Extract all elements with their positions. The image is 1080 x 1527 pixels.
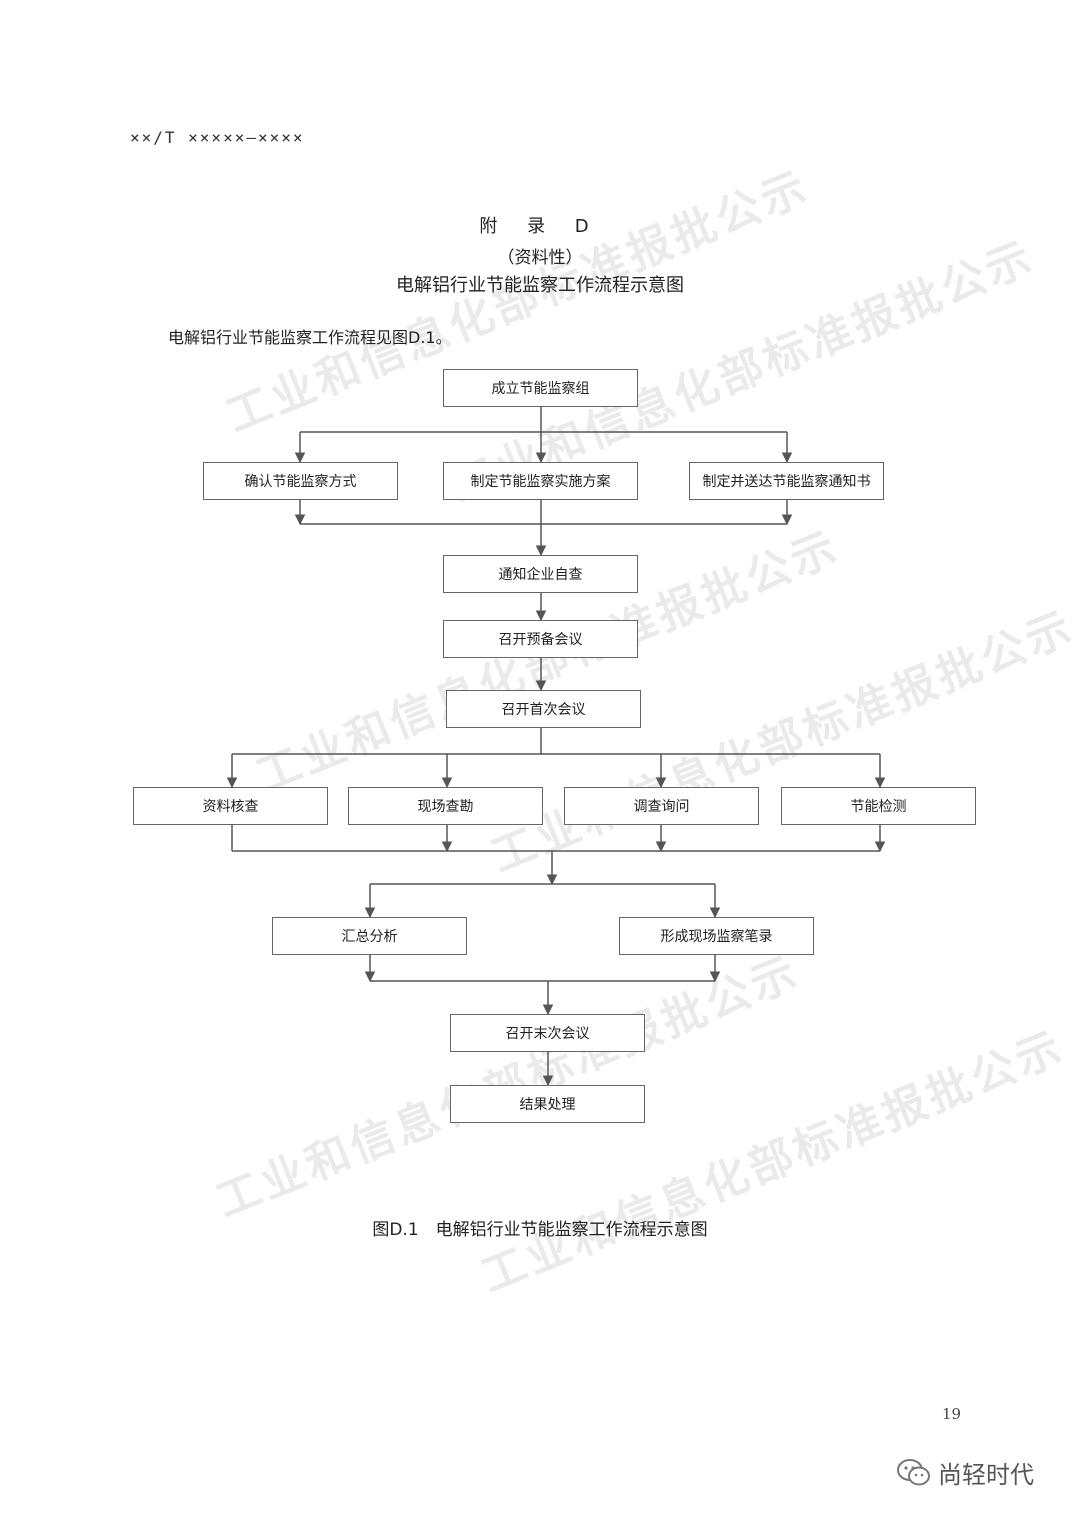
flow-step-inquiry: 调查询问 <box>564 787 759 825</box>
flow-step-site-inspection: 现场查勘 <box>348 787 543 825</box>
standard-code: ××/T ×××××—×××× <box>130 128 305 147</box>
intro-paragraph: 电解铝行业节能监察工作流程见图D.1。 <box>168 328 452 347</box>
flow-step-inspection-record: 形成现场监察笔录 <box>619 917 814 955</box>
flow-step-energy-testing: 节能检测 <box>781 787 976 825</box>
appendix-nature: （资料性） <box>497 248 583 268</box>
appendix-label: 附 录 D <box>479 216 601 237</box>
flow-step-make-plan: 制定节能监察实施方案 <box>443 462 638 500</box>
flow-step-self-check: 通知企业自查 <box>443 555 638 593</box>
brand-name: 尚轻时代 <box>938 1461 1034 1489</box>
flow-step-final-meeting: 召开末次会议 <box>450 1014 645 1052</box>
flow-step-document-review: 资料核查 <box>133 787 328 825</box>
appendix-title: 电解铝行业节能监察工作流程示意图 <box>396 275 684 296</box>
flow-step-result-handling: 结果处理 <box>450 1085 645 1123</box>
flow-step-preparatory-meeting: 召开预备会议 <box>443 620 638 658</box>
page-number: 19 <box>942 1405 962 1423</box>
flow-step-send-notice: 制定并送达节能监察通知书 <box>689 462 884 500</box>
flow-step-form-team: 成立节能监察组 <box>443 369 638 407</box>
flow-step-summary-analysis: 汇总分析 <box>272 917 467 955</box>
brand-footer: 尚轻时代 <box>896 1455 1034 1490</box>
wechat-icon <box>897 1458 930 1485</box>
figure-caption: 图D.1 电解铝行业节能监察工作流程示意图 <box>372 1220 708 1240</box>
flow-step-confirm-method: 确认节能监察方式 <box>203 462 398 500</box>
flow-step-first-meeting: 召开首次会议 <box>446 690 641 728</box>
